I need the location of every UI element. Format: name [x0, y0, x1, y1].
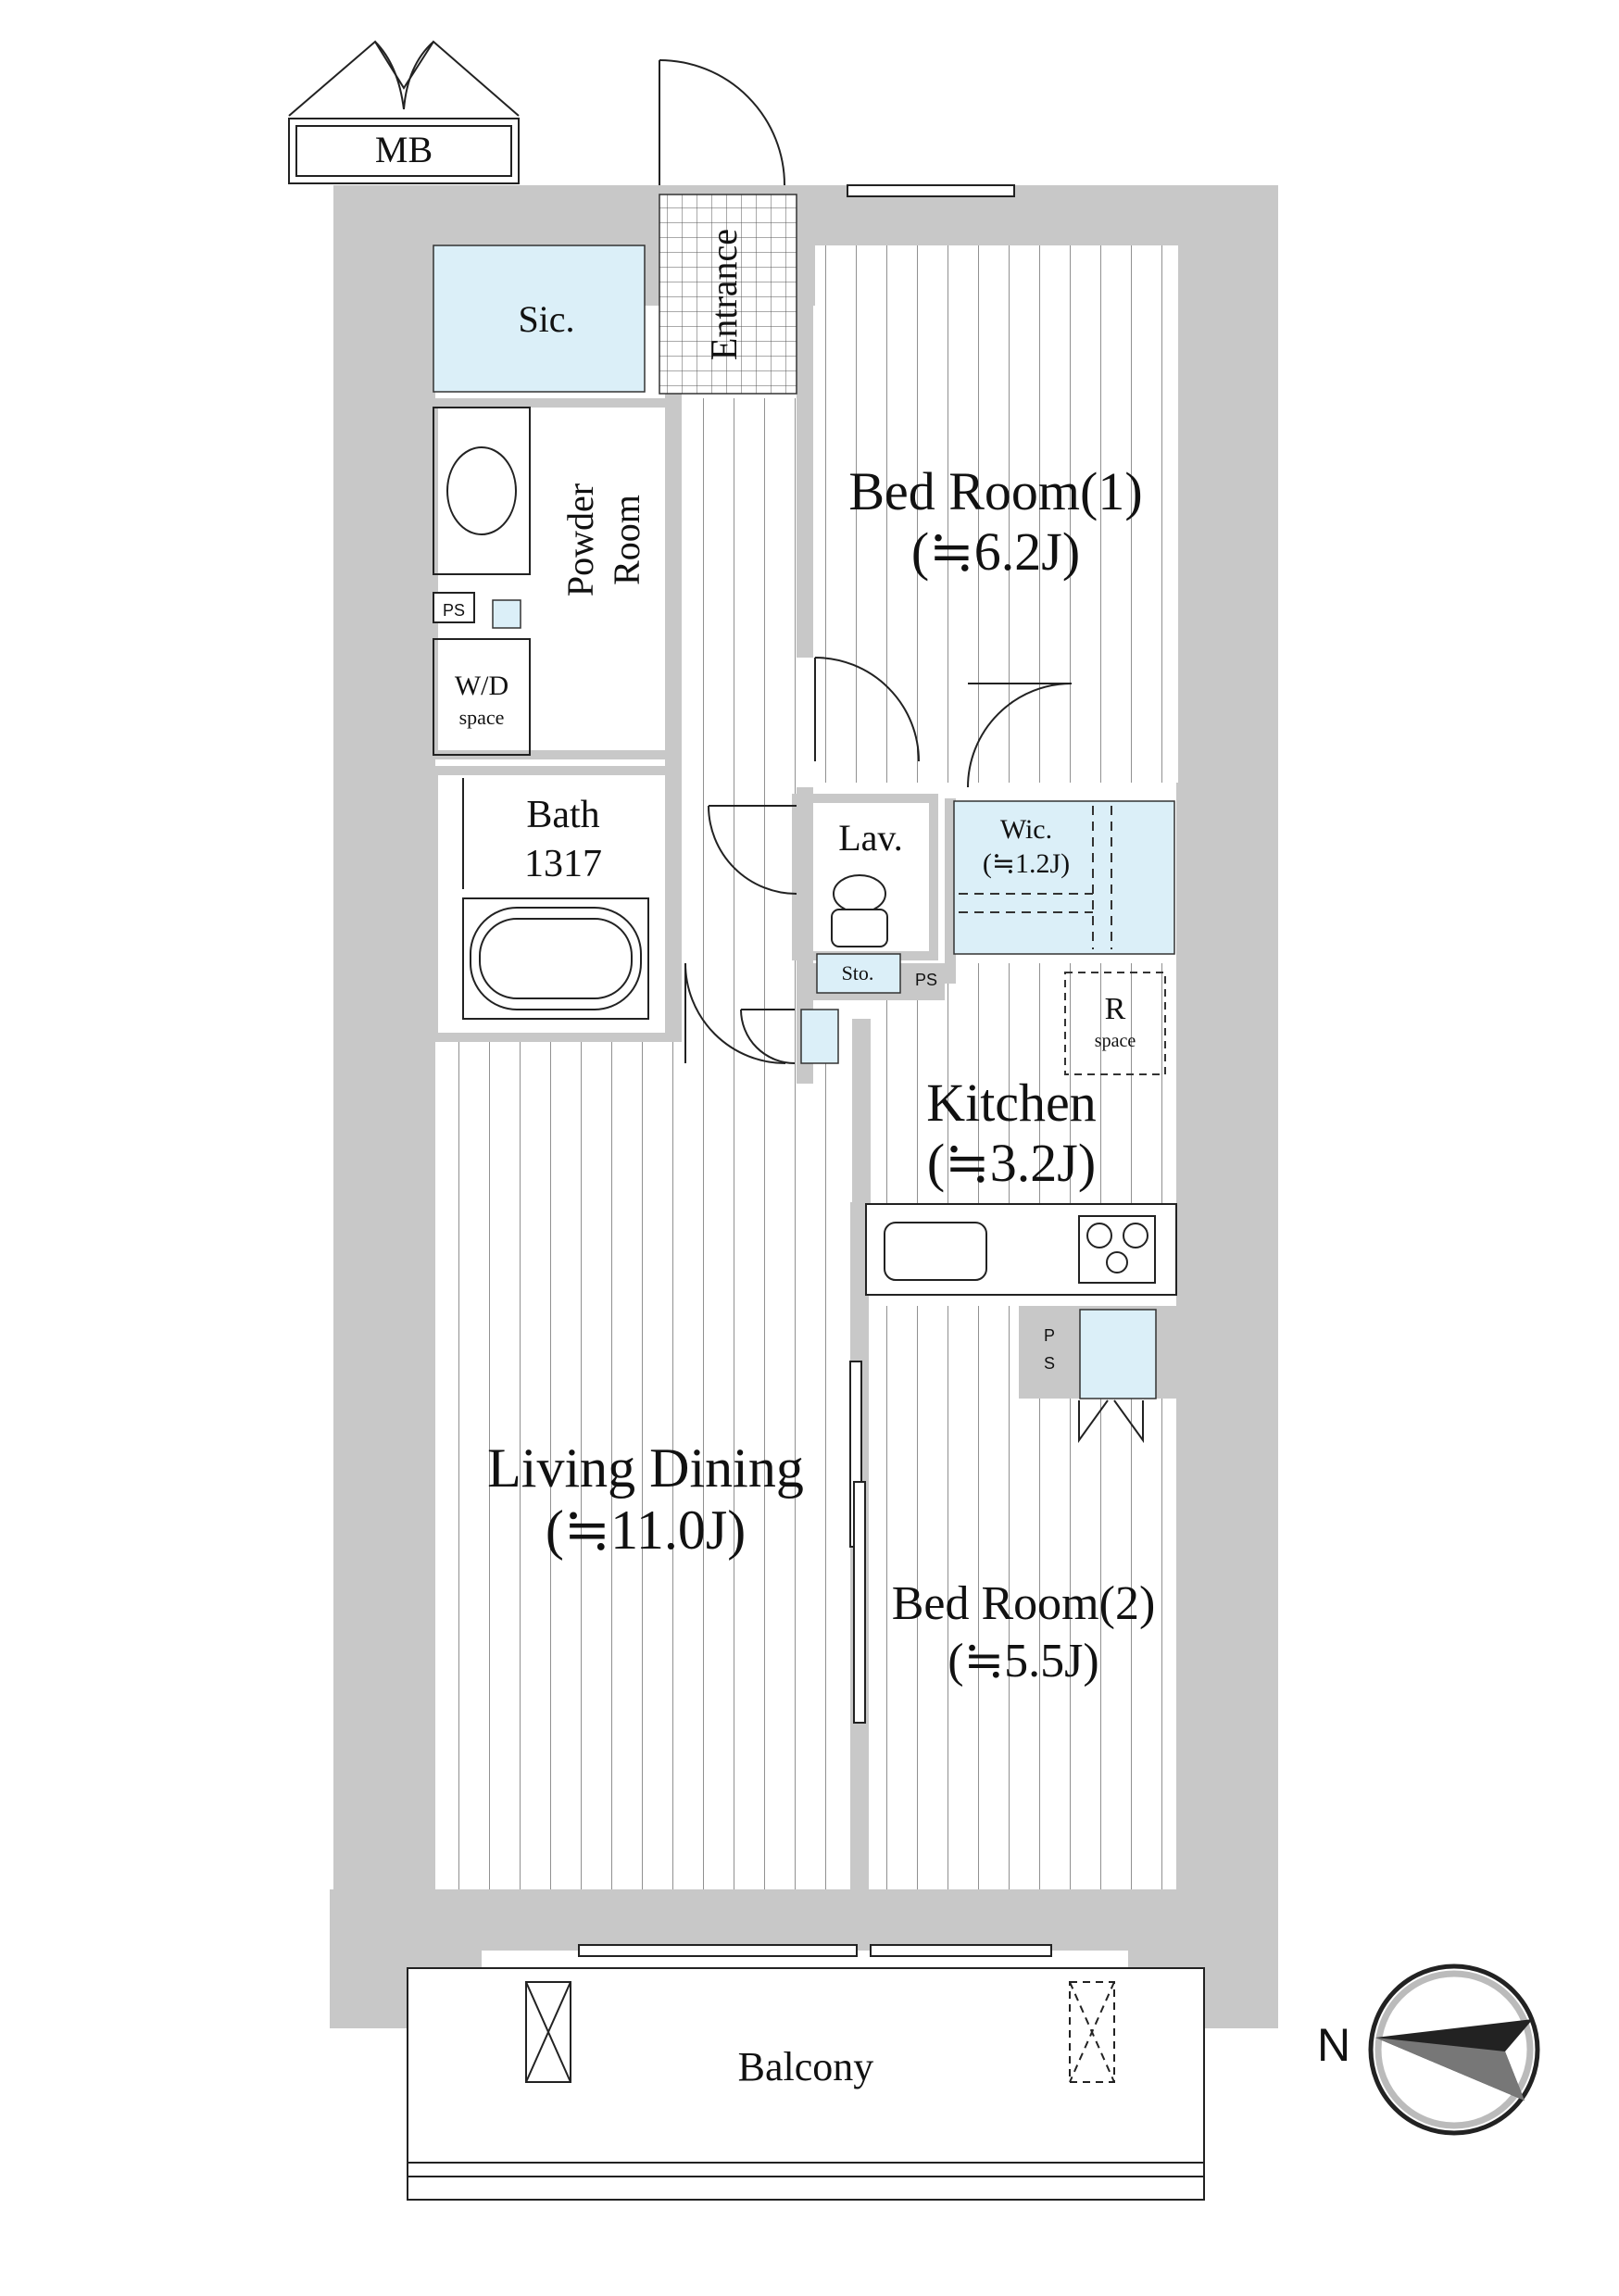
white-rooms — [429, 398, 938, 1042]
bed2-size: (≒5.5J) — [948, 1635, 1098, 1687]
powder-sink-fill — [492, 599, 521, 629]
north-compass-icon: N — [1317, 1964, 1540, 2136]
compass-label: N — [1317, 2019, 1350, 2071]
sto-label: Sto. — [842, 961, 874, 985]
entrance-door[interactable] — [659, 59, 785, 186]
sliding-door-bed2[interactable] — [849, 1361, 866, 1724]
entrance-floor — [659, 194, 797, 395]
powder-label-line1: Powder — [559, 483, 601, 596]
sto-fill — [816, 953, 901, 994]
lav-label: Lav. — [838, 817, 903, 859]
top-window — [847, 184, 1015, 197]
kitchen-counter — [865, 1203, 1177, 1296]
r-space-label-line1: R — [1105, 992, 1126, 1026]
sic-closet-fill — [433, 245, 646, 393]
living-dining-label: Living Dining — [487, 1437, 804, 1499]
ps-label-3a: P — [1044, 1326, 1055, 1345]
wic-size: (≒1.2J) — [983, 848, 1070, 879]
meter-box — [288, 40, 520, 184]
wic-shelves — [959, 806, 1112, 949]
wood-floors — [435, 245, 1178, 1889]
room-labels: MB Sic. Entrance Powder Room PS W/D spac… — [375, 129, 1155, 2089]
wic-label: Wic. — [1000, 814, 1052, 845]
walls — [330, 185, 1278, 2028]
ps-label-1: PS — [443, 601, 465, 620]
ps-label-3b: S — [1044, 1354, 1055, 1373]
balcony — [407, 1967, 1205, 2201]
wd-label-line2: space — [459, 706, 505, 729]
wic-fill — [953, 800, 1175, 955]
mb-label: MB — [375, 129, 433, 170]
bath-label-line1: Bath — [526, 794, 599, 836]
powder-room-fixtures — [433, 407, 531, 756]
bath-fixtures — [462, 778, 649, 1020]
bed2-label: Bed Room(2) — [892, 1577, 1156, 1630]
bed2-closet-fill — [1079, 1309, 1157, 1399]
bed1-size: (≒6.2J) — [911, 521, 1080, 582]
entrance-label: Entrance — [703, 229, 745, 360]
bed1-label: Bed Room(1) — [848, 461, 1142, 521]
kitchen-size: (≒3.2J) — [927, 1133, 1096, 1193]
kitchen-label: Kitchen — [926, 1073, 1097, 1133]
balcony-label: Balcony — [738, 2044, 874, 2089]
sic-label: Sic. — [518, 298, 574, 340]
interior-doors[interactable] — [684, 657, 1144, 1444]
powder-label-line2: Room — [606, 495, 647, 585]
wd-label-line1: W/D — [455, 671, 508, 701]
ps-small-fill — [800, 1009, 839, 1064]
storage-areas — [433, 245, 1175, 1399]
toilet — [831, 874, 888, 947]
ps-label-2: PS — [915, 971, 937, 989]
living-dining-size: (≒11.0J) — [546, 1499, 746, 1561]
bath-label-line2: 1317 — [524, 843, 602, 885]
balcony-windows — [578, 1944, 1052, 1957]
refrigerator-space — [1064, 972, 1166, 1075]
r-space-label-line2: space — [1095, 1031, 1136, 1051]
